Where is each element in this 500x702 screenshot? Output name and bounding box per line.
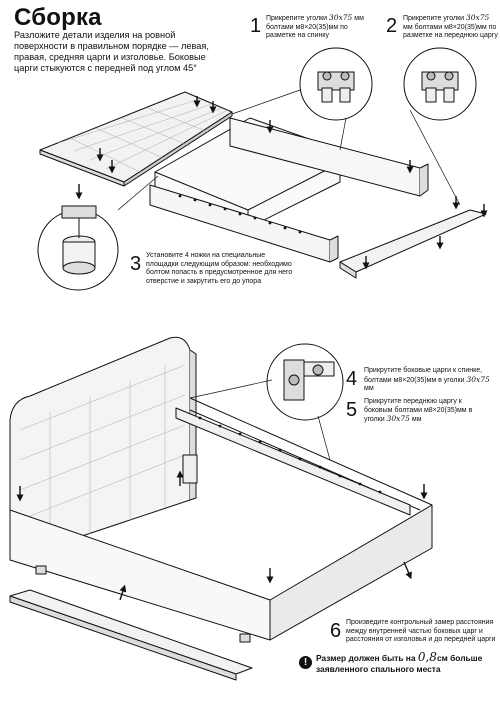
step-2-text: Прикрепите уголки 30х75 мм болтами м8×20… [403,13,498,40]
slat-board [9,589,253,681]
detail-circle-step-1 [299,47,373,121]
step-6-text: Произведите контрольный замер расстояния… [346,619,496,644]
detail-circle-step-4-5 [266,343,344,421]
warning-text: Размер должен быть на 0,8см больше заявл… [316,650,483,674]
page-title: Сборка [14,4,102,31]
arrows [16,96,488,601]
detail-circle-step-2 [403,47,477,121]
warning-icon: ! [299,656,312,669]
step-2-number: 2 [386,15,398,37]
step-3-text: Установите 4 ножки на специальные площад… [146,252,293,285]
front-rail [339,209,487,279]
leader-lines [117,89,461,461]
intro-text: Разложите детали изделия на ровной повер… [14,30,209,73]
back-rail-board [229,117,429,197]
step-3-number: 3 [130,253,142,275]
step-1-number: 1 [250,15,262,37]
step-6-number: 6 [330,620,342,642]
step-1-text: Прикрепите уголки 30х75 мм болтами м8×20… [266,13,364,40]
step-5-number: 5 [346,399,358,421]
step-5-text: Прикрутите переднюю царгу к боковым болт… [364,398,473,424]
headboard-panel-flat [39,91,233,187]
detail-circle-step-3 [37,205,119,291]
bed-frame-assembled [9,336,433,643]
step-4-text: Прикрутите боковые царги к спинке, болта… [364,367,490,393]
mounting-holes [178,194,382,494]
step-4-number: 4 [346,368,358,390]
